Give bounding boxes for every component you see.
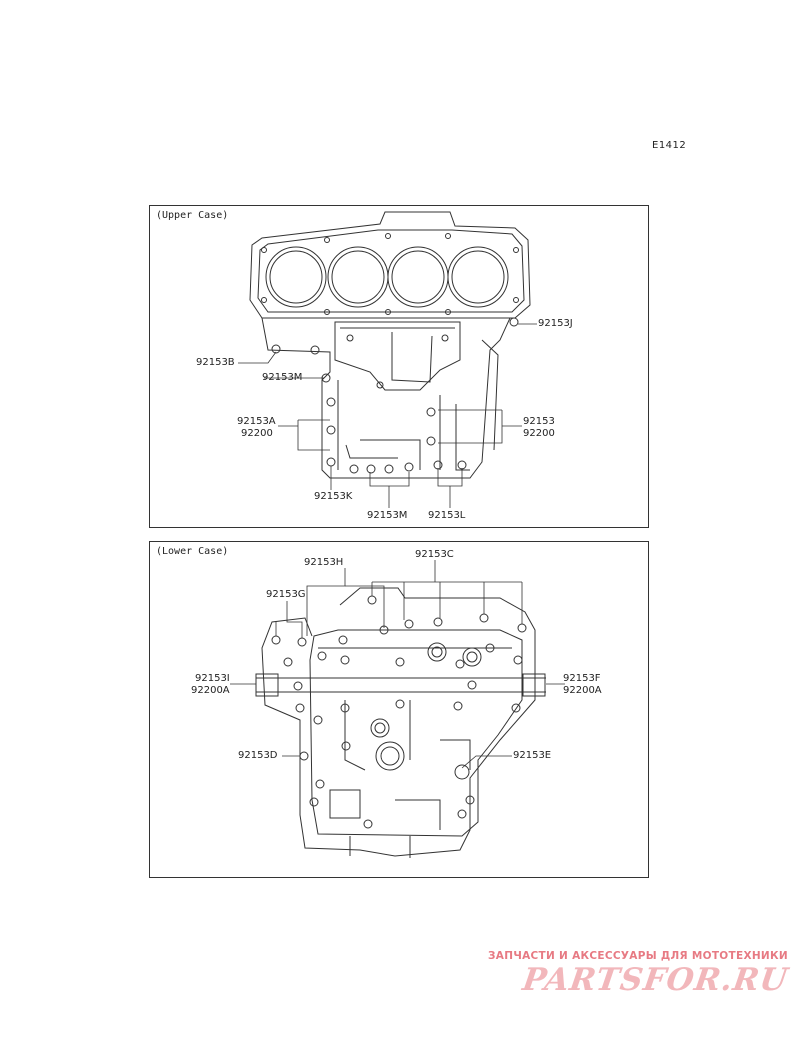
label-92153m-upper-left: 92153M bbox=[262, 372, 303, 383]
label-92200-right: 92200 bbox=[523, 428, 555, 439]
upper-case-title: (Upper Case) bbox=[156, 210, 229, 221]
label-92153f: 92153F bbox=[563, 673, 601, 684]
label-92153g: 92153G bbox=[266, 589, 306, 600]
label-92153d: 92153D bbox=[238, 750, 278, 761]
figure-code: E1412 bbox=[652, 140, 687, 151]
label-92153l: 92153L bbox=[428, 510, 466, 521]
label-92200a-left: 92200A bbox=[191, 685, 230, 696]
lower-case-panel: (Lower Case) bbox=[149, 541, 649, 878]
upper-leaders bbox=[238, 323, 537, 508]
label-92153h: 92153H bbox=[304, 557, 344, 568]
label-92153e: 92153E bbox=[513, 750, 552, 761]
label-92200a-right: 92200A bbox=[563, 685, 602, 696]
label-92153a: 92153A bbox=[237, 416, 276, 427]
watermark: ЗАПЧАСТИ И АКСЕССУАРЫ ДЛЯ МОТОТЕХНИКИ PA… bbox=[488, 950, 791, 998]
lower-case-drawing bbox=[255, 587, 546, 858]
label-92200-left: 92200 bbox=[241, 428, 273, 439]
label-92153m-bottom: 92153M bbox=[367, 510, 408, 521]
lower-leaders bbox=[230, 560, 565, 769]
upper-case-drawing bbox=[249, 211, 531, 479]
label-92153-right: 92153 bbox=[523, 416, 555, 427]
lower-case-title: (Lower Case) bbox=[156, 546, 229, 557]
label-92153k: 92153K bbox=[314, 491, 353, 502]
label-92153j: 92153J bbox=[538, 318, 573, 329]
watermark-logo: PARTSFOR.RU bbox=[520, 962, 791, 998]
watermark-tagline: ЗАПЧАСТИ И АКСЕССУАРЫ ДЛЯ МОТОТЕХНИКИ bbox=[488, 950, 788, 962]
label-92153i: 92153I bbox=[195, 673, 230, 684]
label-92153b: 92153B bbox=[196, 357, 235, 368]
label-92153c: 92153C bbox=[415, 549, 454, 560]
